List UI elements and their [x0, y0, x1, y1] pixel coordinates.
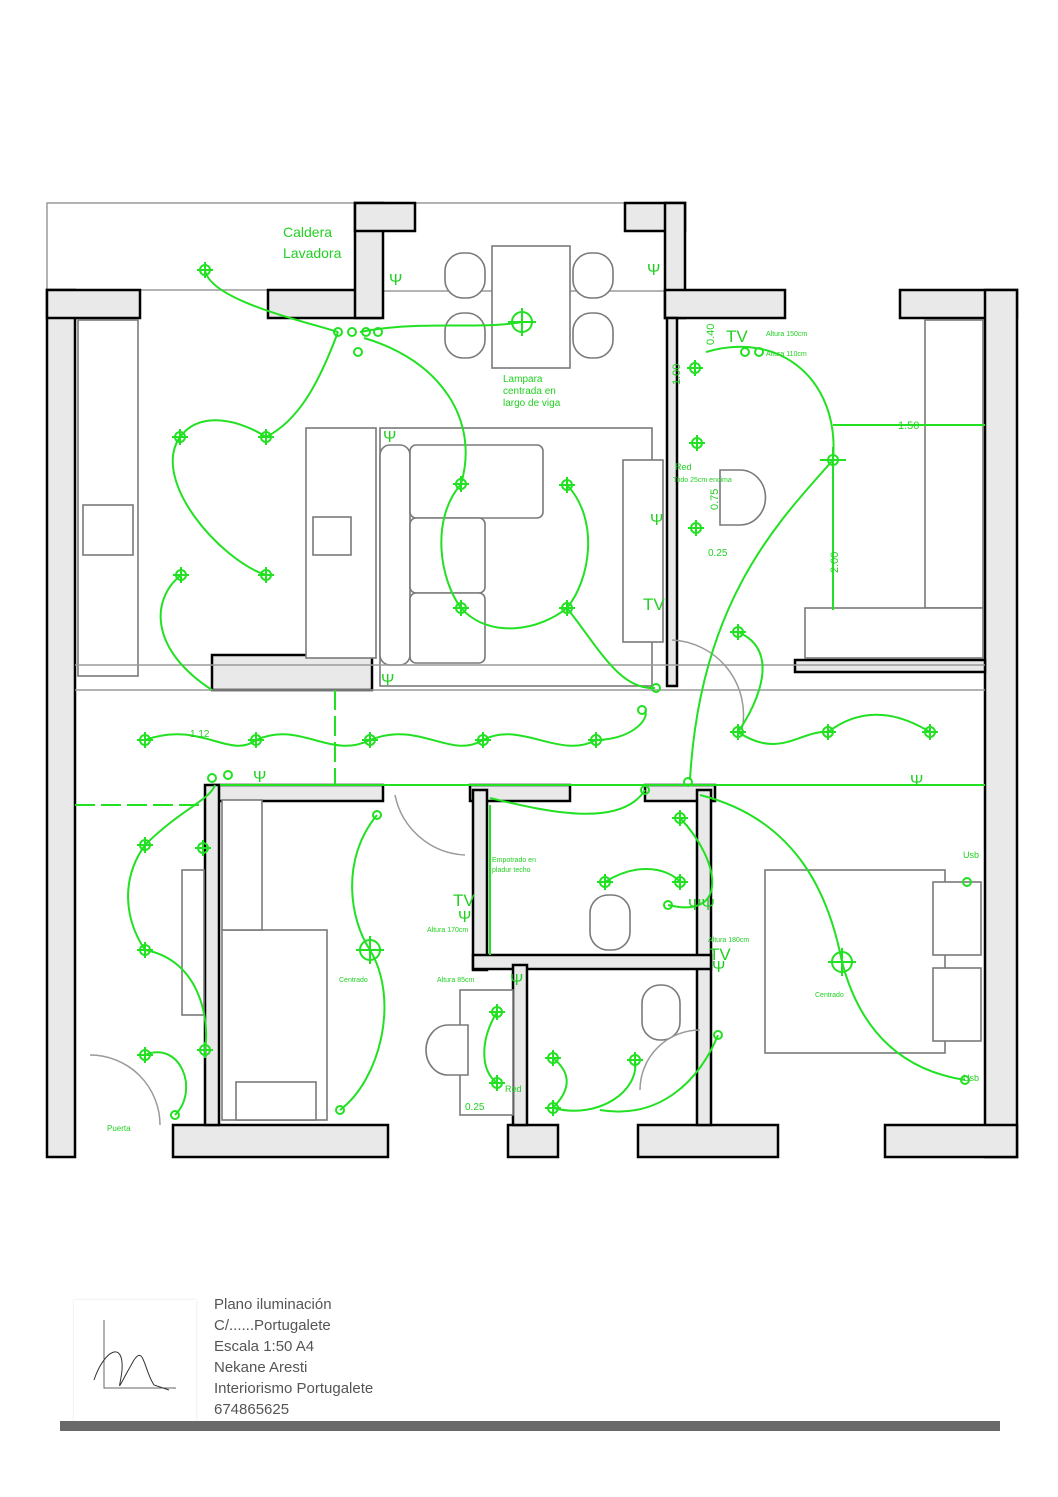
dim-150: 1.50	[898, 420, 919, 432]
designer-logo	[74, 1300, 196, 1422]
label-lampara: largo de viga	[503, 398, 561, 409]
ceiling-light	[627, 1052, 643, 1068]
ceiling-light	[559, 477, 575, 493]
ceiling-light	[475, 732, 491, 748]
ceiling-light	[588, 732, 604, 748]
dim-025: 0.25	[708, 548, 728, 559]
dim-112: 1.12	[190, 729, 210, 740]
ceiling-light	[453, 476, 469, 492]
ceiling-light	[356, 936, 384, 964]
label-usb: Usb	[963, 1073, 979, 1083]
ceiling-light	[688, 520, 704, 536]
dim-025: 0.25	[465, 1102, 485, 1113]
label-tv: TV	[709, 945, 731, 964]
ceiling-light	[362, 732, 378, 748]
svg-text:Ψ: Ψ	[383, 429, 396, 446]
label-altura-180: Altura 180cm	[708, 937, 749, 944]
plan-title: Plano iluminación	[214, 1296, 332, 1313]
label-empotrado: pladur techo	[492, 867, 531, 874]
ceiling-light	[172, 429, 188, 445]
phone: 674865625	[214, 1401, 290, 1418]
label-puerta: Puerta	[107, 1124, 131, 1133]
ceiling-light	[689, 435, 705, 451]
ceiling-light	[672, 874, 688, 890]
ceiling-light	[820, 724, 836, 740]
furniture	[75, 245, 985, 1126]
label-lampara: centrada en	[503, 386, 556, 397]
address: C/......Portugalete	[214, 1317, 331, 1334]
dim-100: 1.00	[671, 364, 683, 385]
ceiling-light	[545, 1100, 561, 1116]
label-centrado: Centrado	[339, 977, 368, 984]
ceiling-light	[489, 1075, 505, 1091]
svg-text:Ψ: Ψ	[712, 959, 725, 976]
ceiling-light	[730, 624, 746, 640]
studio-name: Interiorismo Portugalete	[214, 1380, 374, 1397]
ceiling-light	[597, 874, 613, 890]
ceiling-light	[687, 360, 703, 376]
scale: Escala 1:50 A4	[214, 1338, 315, 1355]
svg-text:Ψ: Ψ	[458, 909, 471, 926]
label-tv: TV	[453, 891, 475, 910]
label-altura-170: Altura 170cm	[427, 927, 468, 934]
label-lavadora: Lavadora	[283, 245, 342, 261]
label-lampara: Lampara	[503, 374, 543, 385]
ceiling-light	[258, 429, 274, 445]
light-points	[137, 262, 938, 1116]
ceiling-light	[922, 724, 938, 740]
ceiling-light	[453, 600, 469, 616]
ceiling-light	[137, 837, 153, 853]
dim-075: 0.75	[709, 489, 721, 510]
ceiling-light	[137, 942, 153, 958]
tv-antenna-outlets: ΨΨΨ ΨΨΨ ΨΨΨ ΨΨΨ	[253, 262, 923, 989]
label-altura-150: Altura 150cm	[766, 331, 807, 338]
ceiling-light	[672, 810, 688, 826]
label-red: Red	[675, 462, 692, 472]
walls	[45, 201, 1019, 1159]
svg-text:Ψ: Ψ	[381, 672, 394, 689]
ceiling-light	[489, 1004, 505, 1020]
footer-bar	[60, 1421, 1000, 1431]
ceiling-light	[730, 724, 746, 740]
svg-text:Ψ: Ψ	[510, 972, 523, 989]
plan-labels: Caldera Lavadora Lampara centrada en lar…	[107, 224, 979, 1133]
ceiling-light	[508, 308, 536, 336]
svg-text:Ψ: Ψ	[253, 769, 266, 786]
ceiling-light	[137, 732, 153, 748]
svg-text:Ψ: Ψ	[650, 512, 663, 529]
svg-text:Ψ: Ψ	[910, 773, 923, 790]
ceiling-light	[545, 1050, 561, 1066]
label-centrado: Centrado	[815, 992, 844, 999]
dim-040: 0.40	[705, 324, 717, 345]
label-empotrado: Empotrado en	[492, 857, 536, 864]
ceiling-light	[197, 1042, 213, 1058]
svg-text:ΨΨ: ΨΨ	[688, 897, 715, 914]
dim-200: 2.00	[829, 552, 841, 573]
label-red: Red	[505, 1084, 522, 1094]
ceiling-light	[137, 1047, 153, 1063]
ceiling-light	[197, 262, 213, 278]
ceiling-light	[828, 948, 856, 976]
label-usb: Usb	[963, 850, 979, 860]
ceiling-light	[258, 567, 274, 583]
label-todo-25: Todo 25cm encima	[673, 477, 732, 484]
label-tv: TV	[726, 327, 748, 346]
ceiling-light	[173, 567, 189, 583]
label-caldera: Caldera	[283, 224, 332, 240]
ceiling-light	[559, 600, 575, 616]
ceiling-light	[820, 447, 846, 473]
designer-name: Nekane Aresti	[214, 1359, 308, 1376]
switches	[170, 327, 972, 1120]
ceiling-light	[195, 840, 211, 856]
title-block: Plano iluminación C/......Portugalete Es…	[214, 1294, 373, 1420]
label-tv: TV	[643, 595, 665, 614]
label-altura-110: Altura 110cm	[766, 351, 807, 358]
label-altura-85: Altura 85cm	[437, 977, 475, 984]
svg-text:Ψ: Ψ	[647, 262, 660, 279]
svg-text:Ψ: Ψ	[389, 272, 402, 289]
ceiling-light	[248, 732, 264, 748]
